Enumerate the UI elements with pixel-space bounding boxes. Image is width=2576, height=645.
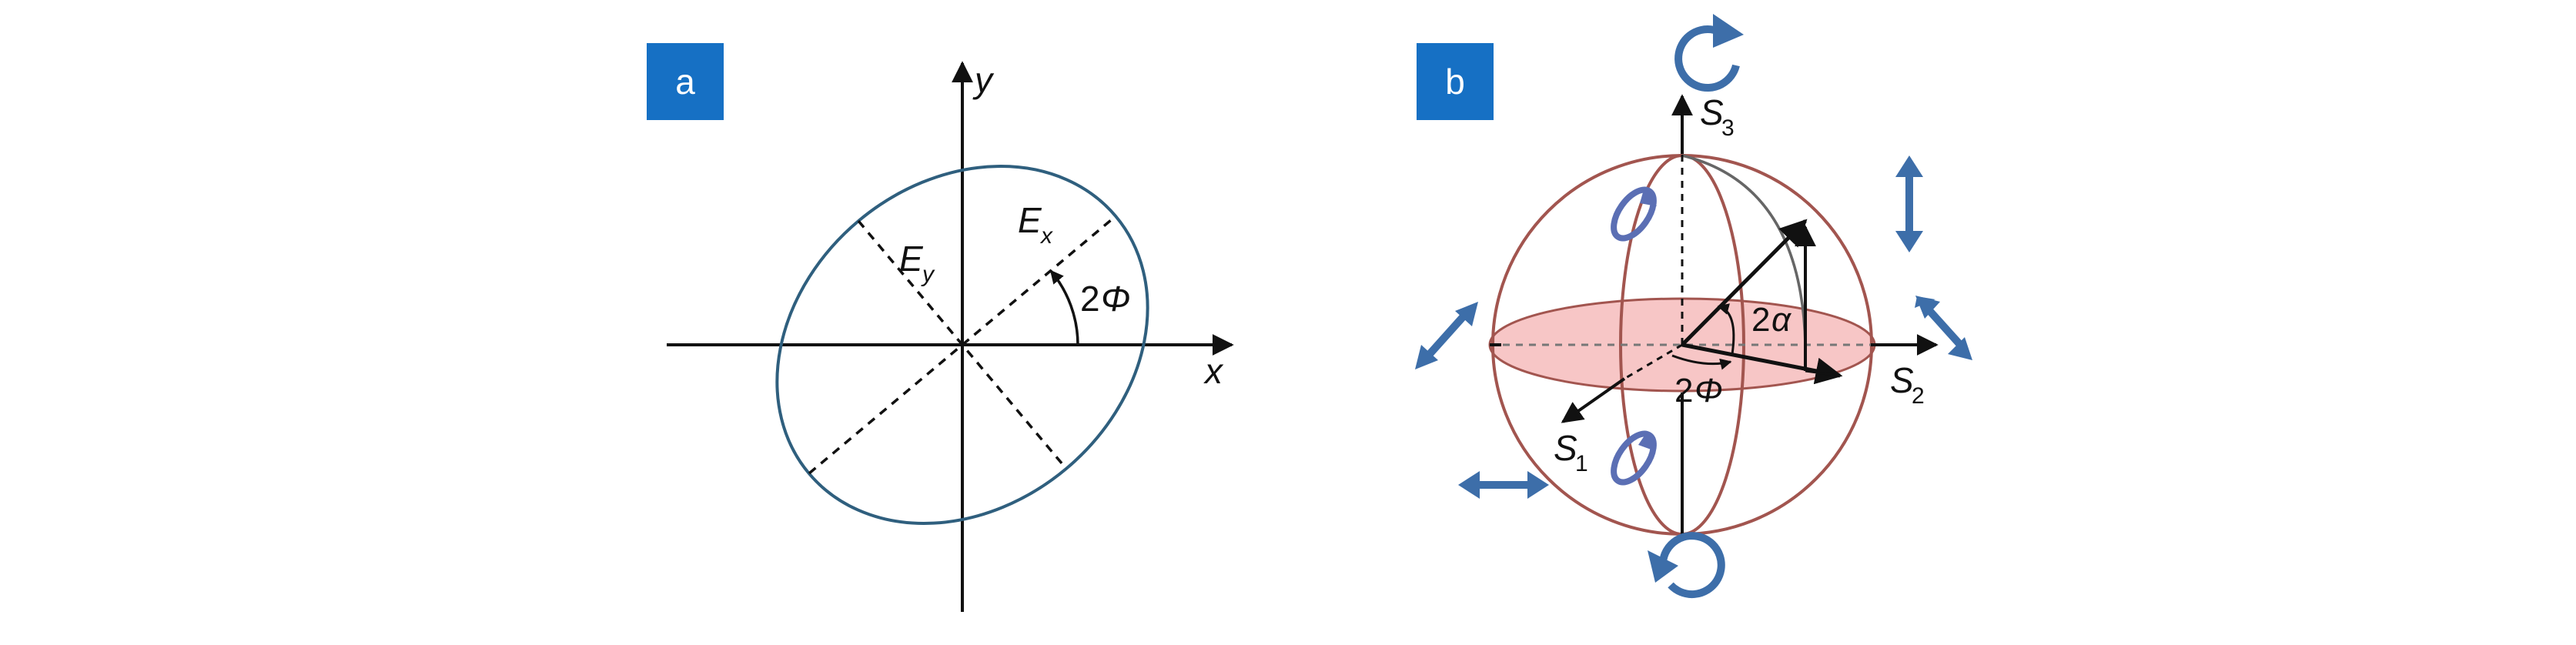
s3-label-sub: 3 [1721,115,1735,141]
x-axis-label: x [1203,351,1224,391]
panel-a-badge: a [647,43,724,120]
ex-label-sub: x [1039,223,1053,249]
panel-a: x y E x E y 2 Φ [667,60,1234,612]
y-axis-label: y [972,60,995,100]
major-axis-dashed [808,215,1117,475]
phi-label-b-num: 2 [1674,372,1693,409]
panel-b: S 3 S 2 S 1 2 α 2 Φ [1415,14,1972,599]
phi-label-b-sym: Φ [1694,372,1723,409]
s1-label-main: S [1554,428,1577,468]
phi-arc-b [1671,354,1732,370]
phi-angle-label: 2 Φ [1080,279,1131,319]
alpha-angle-arc [1717,303,1735,355]
diagonal-polarization-left-icon [1415,302,1478,369]
s3-label-main: S [1700,92,1724,132]
horizontal-polarization-icon [1458,471,1549,499]
s2-label-main: S [1890,360,1914,400]
alpha-label-sym: α [1771,301,1792,339]
s2-label: S 2 [1890,360,1925,409]
ey-label-sub: y [921,262,935,287]
s2-label-sub: 2 [1912,383,1925,409]
alpha-label-num: 2 [1751,301,1770,339]
panel-b-badge-label: b [1445,62,1465,102]
ey-label: E y [899,239,935,287]
elliptical-polarization-upper-icon [1611,186,1657,242]
ey-label-main: E [899,239,924,279]
s3-label: S 3 [1700,92,1735,141]
vertical-polarization-icon [1895,155,1923,252]
alpha-label: 2 α [1751,301,1792,339]
panel-a-badge-label: a [675,62,695,102]
phi-label-b: 2 Φ [1674,372,1723,409]
panel-b-badge: b [1417,43,1494,120]
s1-label: S 1 [1554,428,1588,476]
projection-link [1805,369,1841,377]
phi-angle-num: 2 [1080,279,1100,319]
stokes-vector [1681,219,1808,346]
circular-polarization-top-icon [1674,14,1744,92]
s1-label-sub: 1 [1575,451,1588,476]
s1-axis [1561,377,1626,423]
phi-angle-arc [1049,269,1079,346]
elliptical-polarization-lower-icon [1611,430,1657,486]
phi-angle-sym: Φ [1101,279,1131,319]
ex-label-main: E [1018,200,1042,240]
circular-polarization-bottom-icon [1648,532,1725,599]
diagonal-polarization-right-icon [1915,296,1972,360]
equatorial-projection [1681,343,1843,385]
ex-label: E x [1018,200,1053,249]
grey-meridian-arc [1681,154,1807,346]
minor-axis-dashed [857,219,1068,470]
